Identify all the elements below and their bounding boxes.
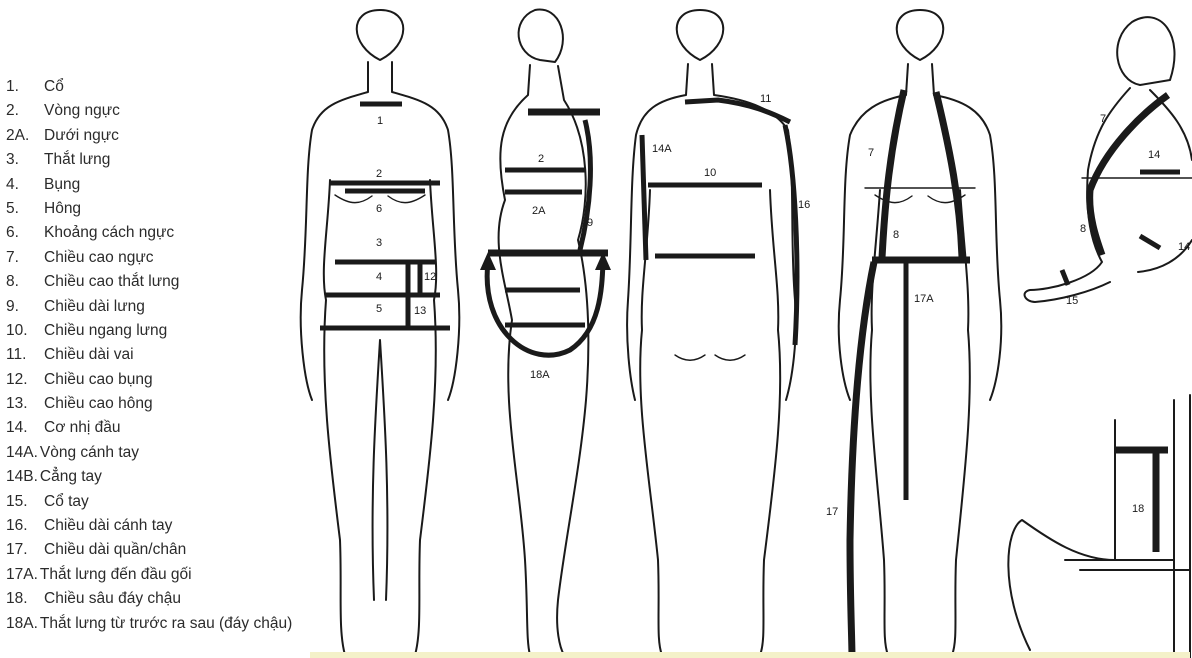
svg-text:5: 5 <box>376 303 382 315</box>
legend-number: 16. <box>6 514 44 538</box>
svg-text:13: 13 <box>414 305 426 317</box>
svg-text:15: 15 <box>1066 295 1078 307</box>
svg-text:16: 16 <box>798 199 810 211</box>
svg-text:11: 11 <box>760 93 771 105</box>
side-view-figure: 2 2A 9 18A <box>480 10 611 655</box>
legend-number: 11. <box>6 343 44 367</box>
svg-text:14: 14 <box>1178 241 1190 253</box>
legend-number: 4. <box>6 173 44 197</box>
legend-label: Cẳng tay <box>40 465 102 489</box>
svg-text:6: 6 <box>376 203 382 215</box>
legend-number: 2A. <box>6 124 44 148</box>
legend-number: 14. <box>6 416 44 440</box>
legend-number: 15. <box>6 490 44 514</box>
legend-number: 14A. <box>6 441 38 465</box>
svg-text:7: 7 <box>868 147 874 159</box>
svg-text:8: 8 <box>1080 223 1086 235</box>
svg-text:18: 18 <box>1132 503 1144 515</box>
legend-label: Vòng ngực <box>44 99 120 123</box>
legend-number: 5. <box>6 197 44 221</box>
legend-number: 3. <box>6 148 44 172</box>
seated-figure: 18 <box>1008 395 1190 658</box>
svg-text:2A: 2A <box>532 205 546 217</box>
legend-label: Chiều sâu đáy chậu <box>44 587 181 611</box>
legend-label: Chiều dài vai <box>44 343 134 367</box>
legend-label: Thắt lưng từ trước ra sau (đáy chậu) <box>40 612 292 636</box>
legend-number: 2. <box>6 99 44 123</box>
back-view-figure: 11 14A 10 16 <box>627 10 810 655</box>
legend-label: Khoảng cách ngực <box>44 221 174 245</box>
svg-text:1: 1 <box>377 115 383 127</box>
front-body-outline <box>301 62 460 655</box>
legend-label: Chiều dài lưng <box>44 295 145 319</box>
legend-label: Chiều cao hông <box>44 392 153 416</box>
legend-label: Bụng <box>44 173 80 197</box>
svg-text:9: 9 <box>587 217 593 229</box>
legend-number: 9. <box>6 295 44 319</box>
svg-text:18A: 18A <box>530 369 550 381</box>
svg-text:2: 2 <box>538 153 544 165</box>
svg-text:2: 2 <box>376 168 382 180</box>
body-measurement-diagram: 1 2 6 3 4 12 5 13 2 2A 9 18A 11 1 <box>290 0 1192 658</box>
front-view-figure: 1 2 6 3 4 12 5 13 <box>301 10 460 655</box>
legend-label: Chiều cao thắt lưng <box>44 270 179 294</box>
legend-label: Cơ nhị đầu <box>44 416 121 440</box>
legend-label: Chiều cao bụng <box>44 368 153 392</box>
legend-number: 6. <box>6 221 44 245</box>
svg-text:3: 3 <box>376 237 382 249</box>
legend-label: Chiều ngang lưng <box>44 319 167 343</box>
svg-text:10: 10 <box>704 167 716 179</box>
legend-number: 17A. <box>6 563 38 587</box>
legend-number: 10. <box>6 319 44 343</box>
legend-label: Thắt lưng đến đầu gối <box>40 563 192 587</box>
svg-text:14: 14 <box>1148 149 1160 161</box>
legend-number: 18. <box>6 587 44 611</box>
legend-number: 12. <box>6 368 44 392</box>
svg-text:8: 8 <box>893 229 899 241</box>
legend-label: Hông <box>44 197 81 221</box>
legend-label: Chiều dài cánh tay <box>44 514 172 538</box>
front-head <box>357 10 404 60</box>
legend-label: Vòng cánh tay <box>40 441 139 465</box>
legend-number: 17. <box>6 538 44 562</box>
legend-label: Chiều dài quần/chân <box>44 538 186 562</box>
legend-label: Dưới ngực <box>44 124 119 148</box>
svg-text:14A: 14A <box>652 143 672 155</box>
arm-measure-figure: 7 14 8 14 15 <box>1025 17 1192 307</box>
legend-number: 14B. <box>6 465 38 489</box>
legend-number: 7. <box>6 246 44 270</box>
legend-number: 13. <box>6 392 44 416</box>
legend-number: 1. <box>6 75 44 99</box>
legend-number: 18A. <box>6 612 38 636</box>
svg-text:7: 7 <box>1100 113 1106 125</box>
legend-label: Thắt lưng <box>44 148 110 172</box>
svg-text:12: 12 <box>424 271 436 283</box>
legend-label: Cổ <box>44 75 64 99</box>
legend-label: Cổ tay <box>44 490 89 514</box>
legend-label: Chiều cao ngực <box>44 246 153 270</box>
svg-text:17: 17 <box>826 506 838 518</box>
svg-text:4: 4 <box>376 271 382 283</box>
front-length-figure: 7 8 17A 17 <box>826 10 1001 658</box>
svg-text:17A: 17A <box>914 293 934 305</box>
legend-number: 8. <box>6 270 44 294</box>
